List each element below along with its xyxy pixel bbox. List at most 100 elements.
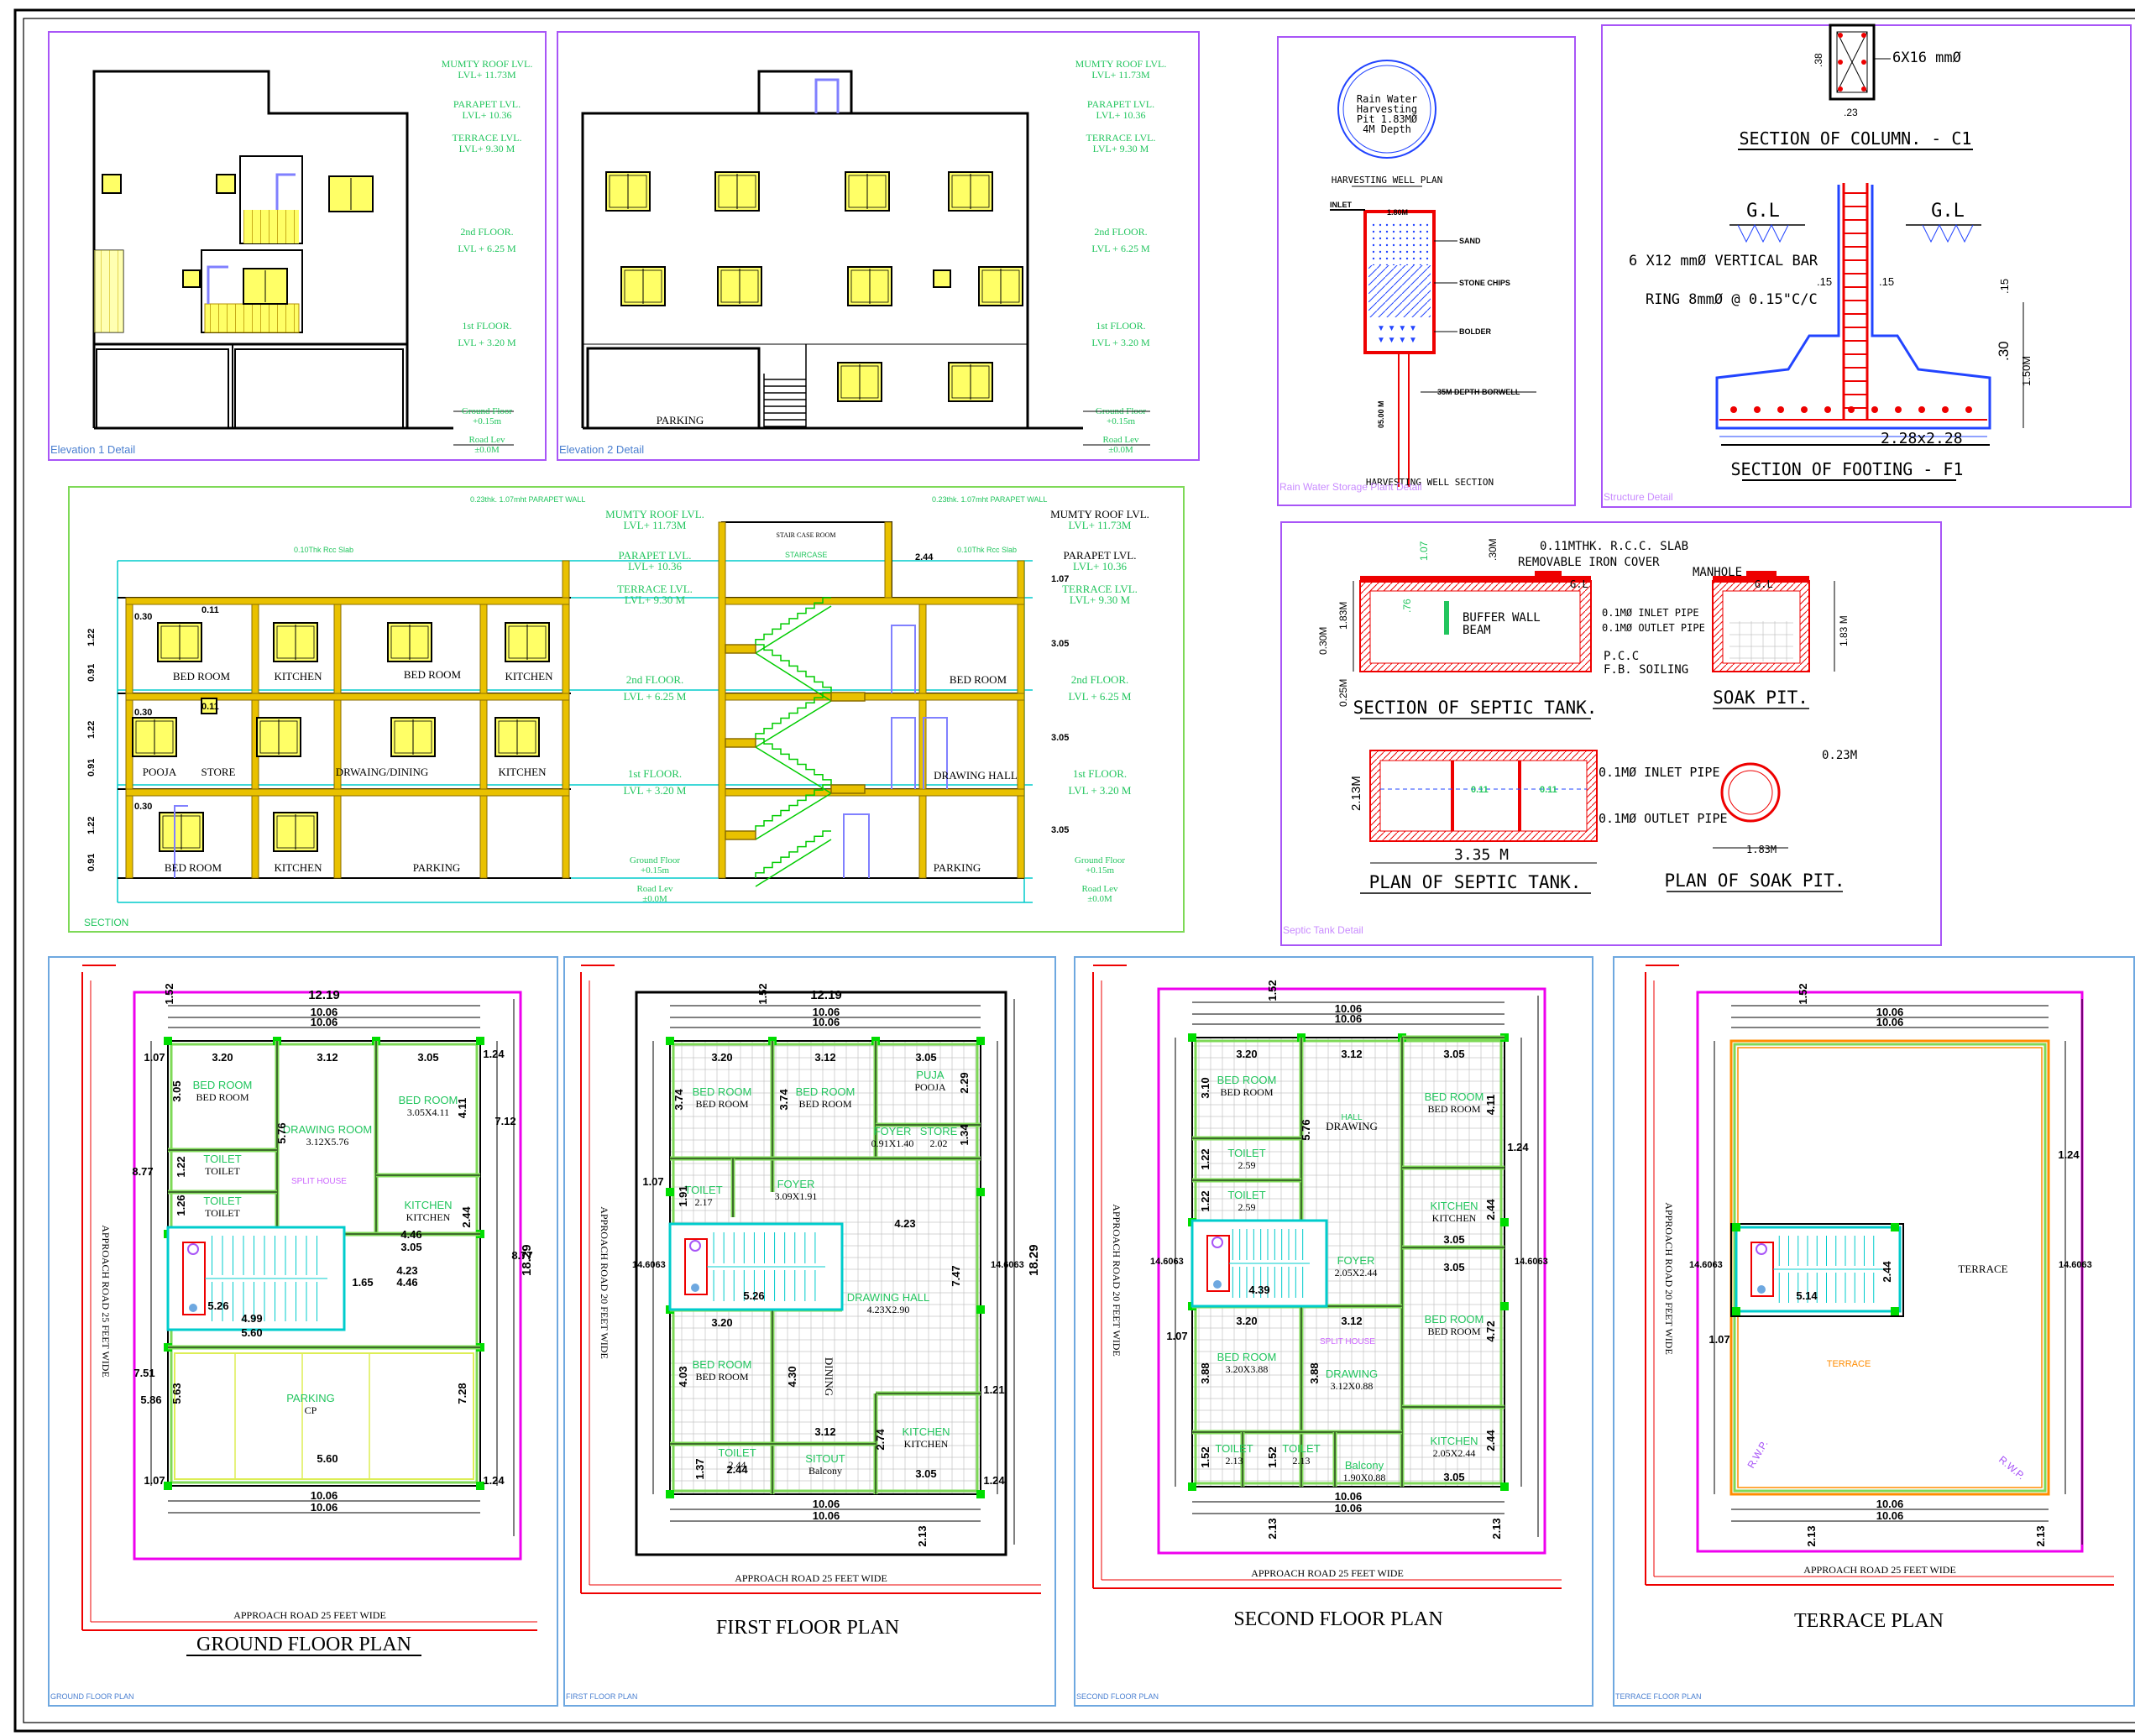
svg-text:APPROACH ROAD 25 FEET WIDE: APPROACH ROAD 25 FEET WIDE	[233, 1609, 386, 1621]
svg-text:1.07: 1.07	[1051, 574, 1069, 584]
svg-text:2nd FLOOR.: 2nd FLOOR.	[460, 226, 513, 238]
svg-text:1.37: 1.37	[693, 1458, 706, 1479]
svg-text:3.05: 3.05	[1051, 825, 1069, 835]
svg-text:TERRACE LVL.: TERRACE LVL.	[1062, 583, 1138, 595]
svg-text:BED ROOM: BED ROOM	[165, 861, 222, 874]
svg-text:0.1MØ INLET PIPE: 0.1MØ INLET PIPE	[1599, 765, 1720, 780]
svg-text:3.12: 3.12	[1341, 1048, 1362, 1060]
svg-text:2.59: 2.59	[1238, 1159, 1256, 1171]
svg-text:Road Lev: Road Lev	[1081, 884, 1118, 894]
svg-text:2.13: 2.13	[1490, 1518, 1503, 1539]
structure-panel: 6X16 mmØ .23 .38 SECTION OF COLUMN. - C1…	[1601, 24, 2132, 508]
svg-text:14.6063: 14.6063	[1515, 1257, 1548, 1267]
svg-text:3.05: 3.05	[1443, 1261, 1464, 1273]
svg-text:TERRACE LVL.: TERRACE LVL.	[453, 132, 522, 144]
svg-text:G.L: G.L	[1746, 201, 1780, 222]
section-caption: SECTION	[84, 917, 128, 928]
svg-text:KITCHEN: KITCHEN	[404, 1199, 452, 1211]
svg-text:3.74: 3.74	[777, 1089, 790, 1111]
svg-text:4M Depth: 4M Depth	[1363, 123, 1411, 135]
svg-text:PARKING: PARKING	[413, 861, 461, 874]
svg-text:+0.15m: +0.15m	[1086, 865, 1114, 876]
svg-text:10.06: 10.06	[1876, 1509, 1904, 1522]
svg-text:BED ROOM: BED ROOM	[404, 668, 462, 681]
svg-text:10.06: 10.06	[311, 1016, 338, 1028]
svg-text:1.65: 1.65	[352, 1276, 373, 1289]
svg-text:1st FLOOR.: 1st FLOOR.	[1073, 767, 1127, 780]
svg-text:▼ ▼ ▼ ▼: ▼ ▼ ▼ ▼	[1377, 324, 1417, 333]
svg-text:0.25M: 0.25M	[1337, 679, 1349, 707]
svg-text:2.44: 2.44	[1484, 1430, 1497, 1451]
svg-text:P.C.C: P.C.C	[1604, 650, 1639, 663]
svg-text:HARVESTING WELL SECTION: HARVESTING WELL SECTION	[1366, 477, 1494, 488]
svg-text:8.77: 8.77	[511, 1249, 532, 1262]
svg-text:1.24: 1.24	[2058, 1148, 2080, 1161]
svg-text:1.07: 1.07	[1709, 1333, 1729, 1346]
svg-text:±0.0M: ±0.0M	[642, 894, 667, 904]
svg-text:3.12X0.88: 3.12X0.88	[1331, 1380, 1374, 1392]
svg-text:10.06: 10.06	[1876, 1006, 1904, 1018]
svg-text:10.06: 10.06	[1876, 1016, 1904, 1028]
svg-text:PARAPET LVL.: PARAPET LVL.	[1064, 549, 1137, 562]
svg-text:KITCHEN: KITCHEN	[498, 766, 547, 778]
svg-text:.23: .23	[1844, 107, 1858, 118]
svg-text:2.13: 2.13	[1293, 1455, 1311, 1467]
footing-section-title: SECTION OF FOOTING - F1	[1731, 459, 1964, 479]
svg-text:POOJA: POOJA	[143, 766, 177, 778]
svg-text:1.52: 1.52	[1199, 1446, 1211, 1467]
svg-text:2.13: 2.13	[1266, 1518, 1279, 1539]
elevation-1-panel: MUMTY ROOF LVL. LVL+ 11.73M PARAPET LVL.…	[48, 31, 547, 461]
svg-text:0.91: 0.91	[86, 664, 97, 682]
svg-text:LVL + 3.20 M: LVL + 3.20 M	[1069, 784, 1132, 797]
svg-text:TERRACE LVL.: TERRACE LVL.	[617, 583, 693, 595]
svg-text:SOAK PIT.: SOAK PIT.	[1713, 688, 1808, 708]
svg-text:BED ROOM: BED ROOM	[695, 1098, 748, 1110]
column-section-title: SECTION OF COLUMN. - C1	[1740, 128, 1972, 149]
svg-text:BED ROOM: BED ROOM	[693, 1085, 752, 1098]
svg-text:Harvesting: Harvesting	[1357, 103, 1417, 115]
parking-label: PARKING	[657, 414, 704, 426]
svg-text:PLAN OF SOAK PIT.: PLAN OF SOAK PIT.	[1665, 871, 1845, 891]
svg-text:TOILET: TOILET	[203, 1153, 241, 1165]
svg-text:3.05: 3.05	[400, 1241, 421, 1253]
svg-text:1.24: 1.24	[483, 1048, 505, 1060]
svg-text:FOYER: FOYER	[874, 1125, 912, 1137]
svg-text:4.30: 4.30	[786, 1366, 798, 1387]
svg-text:2.28x2.28: 2.28x2.28	[1881, 430, 1963, 447]
svg-text:14.6063: 14.6063	[1150, 1257, 1184, 1267]
svg-text:1.80M: 1.80M	[1387, 208, 1408, 217]
svg-text:10.06: 10.06	[1335, 1502, 1363, 1514]
section-panel: BED ROOM KITCHEN BED ROOM KITCHEN BED RO…	[68, 486, 1185, 933]
svg-text:TOILET: TOILET	[203, 1195, 241, 1207]
svg-text:HARVESTING WELL PLAN: HARVESTING WELL PLAN	[1332, 175, 1442, 186]
svg-text:GROUND FLOOR PLAN: GROUND FLOOR PLAN	[50, 1692, 134, 1701]
svg-text:0.91: 0.91	[86, 759, 97, 776]
svg-text:HALL: HALL	[1341, 1113, 1362, 1122]
svg-text:Balcony: Balcony	[808, 1465, 842, 1477]
septic-section-title: SECTION OF SEPTIC TANK.	[1353, 698, 1598, 718]
svg-text:3.05: 3.05	[915, 1467, 936, 1480]
elevation-2-panel: PARKING MUMTY ROOF LVL. LVL+ 11.73M PARA…	[557, 31, 1200, 461]
svg-text:3.20: 3.20	[1236, 1048, 1257, 1060]
svg-text:G.L: G.L	[1931, 201, 1965, 222]
svg-text:.38: .38	[1813, 53, 1824, 67]
svg-text:1.22: 1.22	[86, 629, 97, 646]
svg-text:1.24: 1.24	[483, 1474, 505, 1487]
svg-text:LVL+ 11.73M: LVL+ 11.73M	[458, 69, 516, 81]
svg-text:3.35 M: 3.35 M	[1454, 846, 1509, 864]
svg-text:3.05X4.11: 3.05X4.11	[407, 1106, 449, 1118]
svg-text:2.02: 2.02	[930, 1137, 948, 1149]
svg-text:STORE: STORE	[201, 766, 236, 778]
svg-text:3.10: 3.10	[1199, 1077, 1211, 1098]
svg-text:4.99: 4.99	[241, 1312, 262, 1325]
svg-text:LVL+ 10.36: LVL+ 10.36	[463, 109, 512, 121]
svg-text:10.06: 10.06	[813, 1006, 840, 1018]
svg-text:2.05X2.44: 2.05X2.44	[1433, 1447, 1476, 1459]
svg-text:0.10Thk Rcc Slab: 0.10Thk Rcc Slab	[294, 546, 353, 554]
svg-text:2.13M: 2.13M	[1349, 776, 1363, 811]
svg-text:4.46: 4.46	[400, 1228, 421, 1241]
svg-text:KITCHEN: KITCHEN	[274, 861, 322, 874]
svg-text:LVL + 3.20 M: LVL + 3.20 M	[624, 784, 687, 797]
